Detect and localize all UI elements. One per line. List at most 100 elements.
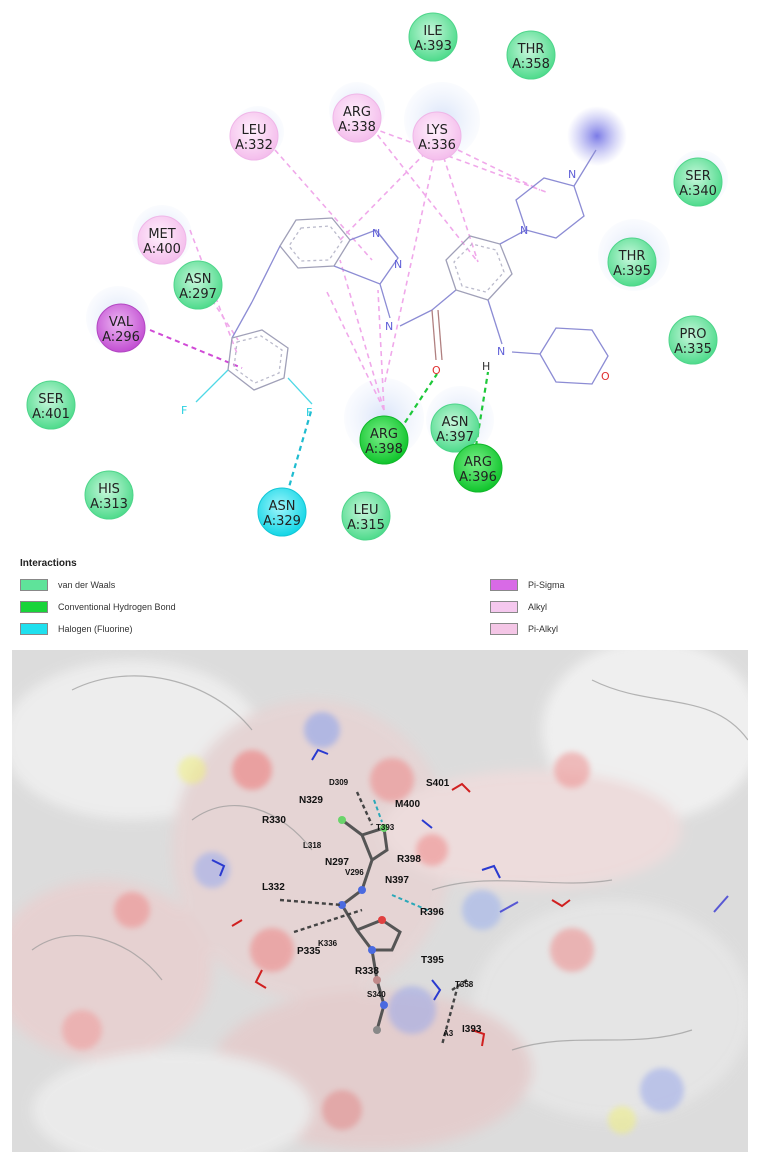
scene-label-n397: N397	[385, 875, 409, 886]
atom-n1: N	[372, 227, 380, 240]
scene-label-k336: K336	[318, 939, 338, 948]
atom-n5: N	[520, 224, 528, 237]
residue-node-circle	[607, 237, 657, 287]
residue-number: A:401	[32, 407, 70, 422]
residue-node-circle	[359, 415, 409, 465]
legend-label-pisigma: Pi-Sigma	[528, 580, 565, 590]
residue-node-circle	[506, 30, 556, 80]
scene-label-r396: R396	[420, 907, 444, 918]
residue-name: ASN	[185, 272, 212, 287]
scene-label-m400: M400	[395, 799, 421, 810]
scene-label-s340: S340	[367, 990, 386, 999]
residue-number: A:336	[418, 138, 456, 153]
atom-h1: H	[482, 360, 490, 373]
legend-label-vdw: van der Waals	[58, 580, 116, 590]
residue-name: ARG	[464, 455, 492, 470]
residue-number: A:397	[436, 430, 474, 445]
atom-labels: N N N N N N O O H F F	[181, 168, 610, 419]
scene-label-v296: V296	[345, 868, 364, 877]
legend-swatch-pialkyl	[490, 623, 518, 635]
scene-label-a3: A3	[443, 1029, 454, 1038]
legend-swatch-pisigma	[490, 579, 518, 591]
residue-node-circle	[430, 403, 480, 453]
legend-label-halogen: Halogen (Fluorine)	[58, 624, 133, 634]
residue-node-circle	[412, 111, 462, 161]
residue-node-circle	[229, 111, 279, 161]
residue-name: HIS	[98, 482, 120, 497]
residue-name: LEU	[242, 123, 267, 138]
residue-node-circle	[453, 443, 503, 493]
scene-label-s401: S401	[426, 778, 450, 789]
scene-label-d309: D309	[329, 778, 349, 787]
scene-label-t358: T358	[455, 980, 474, 989]
residue-number: A:398	[365, 442, 403, 457]
legend-title: Interactions	[20, 558, 77, 569]
scene-label-p335: P335	[297, 946, 321, 957]
atom-f1: F	[181, 404, 187, 417]
legend-label-alkyl: Alkyl	[528, 602, 548, 612]
residue-node-circle	[137, 215, 187, 265]
scene-label-r330: R330	[262, 815, 286, 826]
legend-swatch-alkyl	[490, 601, 518, 613]
residue-node-circle	[673, 157, 723, 207]
scene-label-n329: N329	[299, 795, 323, 806]
residue-node-circle	[96, 303, 146, 353]
atom-n3: N	[385, 320, 393, 333]
residue-node-circle	[341, 491, 391, 541]
residue-name: ARG	[370, 427, 398, 442]
ligand-structure	[195, 149, 609, 405]
residue-number: A:296	[102, 330, 140, 345]
scene-label-l332: L332	[262, 882, 285, 893]
scene-label-r338: R338	[355, 966, 379, 977]
residue-name: ASN	[442, 415, 469, 430]
scene-label-l318: L318	[303, 841, 322, 850]
residue-name: ASN	[269, 499, 296, 514]
legend-label-pialkyl: Pi-Alkyl	[528, 624, 559, 634]
atom-o2: O	[601, 370, 610, 383]
residue-number: A:340	[679, 184, 717, 199]
residue-node-circle	[84, 470, 134, 520]
interactions-legend: Interactions van der Waals Conventional …	[20, 558, 740, 640]
legend-item-halogen: Halogen (Fluorine)	[20, 622, 133, 636]
legend-swatch-halogen	[20, 623, 48, 635]
residue-node-circle	[173, 260, 223, 310]
residue-name: VAL	[109, 315, 134, 330]
legend-item-alkyl: Alkyl	[490, 600, 547, 614]
legend-swatch-vdw	[20, 579, 48, 591]
residue-name: PRO	[679, 327, 706, 342]
residue-node-circle	[26, 380, 76, 430]
residue-number: A:400	[143, 242, 181, 257]
residue-number: A:393	[414, 39, 452, 54]
atom-n2: N	[394, 258, 402, 271]
legend-label-hbond: Conventional Hydrogen Bond	[58, 602, 176, 612]
residue-number: A:335	[674, 342, 712, 357]
residue-number: A:395	[613, 264, 651, 279]
residue-name: ILE	[423, 24, 442, 39]
atom-o1: O	[432, 364, 441, 377]
residue-number: A:396	[459, 470, 497, 485]
residue-name: THR	[618, 249, 646, 264]
docking-3d-view: D309 S401 N329 M400 R330 L318 T393 N297 …	[12, 650, 748, 1152]
surface-render	[12, 650, 748, 1152]
residue-name: THR	[517, 42, 545, 57]
scene-label-t393: T393	[376, 823, 395, 832]
residue-node-circle	[668, 315, 718, 365]
atom-n6: N	[497, 345, 505, 358]
legend-swatch-hbond	[20, 601, 48, 613]
residue-name: SER	[38, 392, 64, 407]
residue-name: LYS	[426, 123, 448, 138]
